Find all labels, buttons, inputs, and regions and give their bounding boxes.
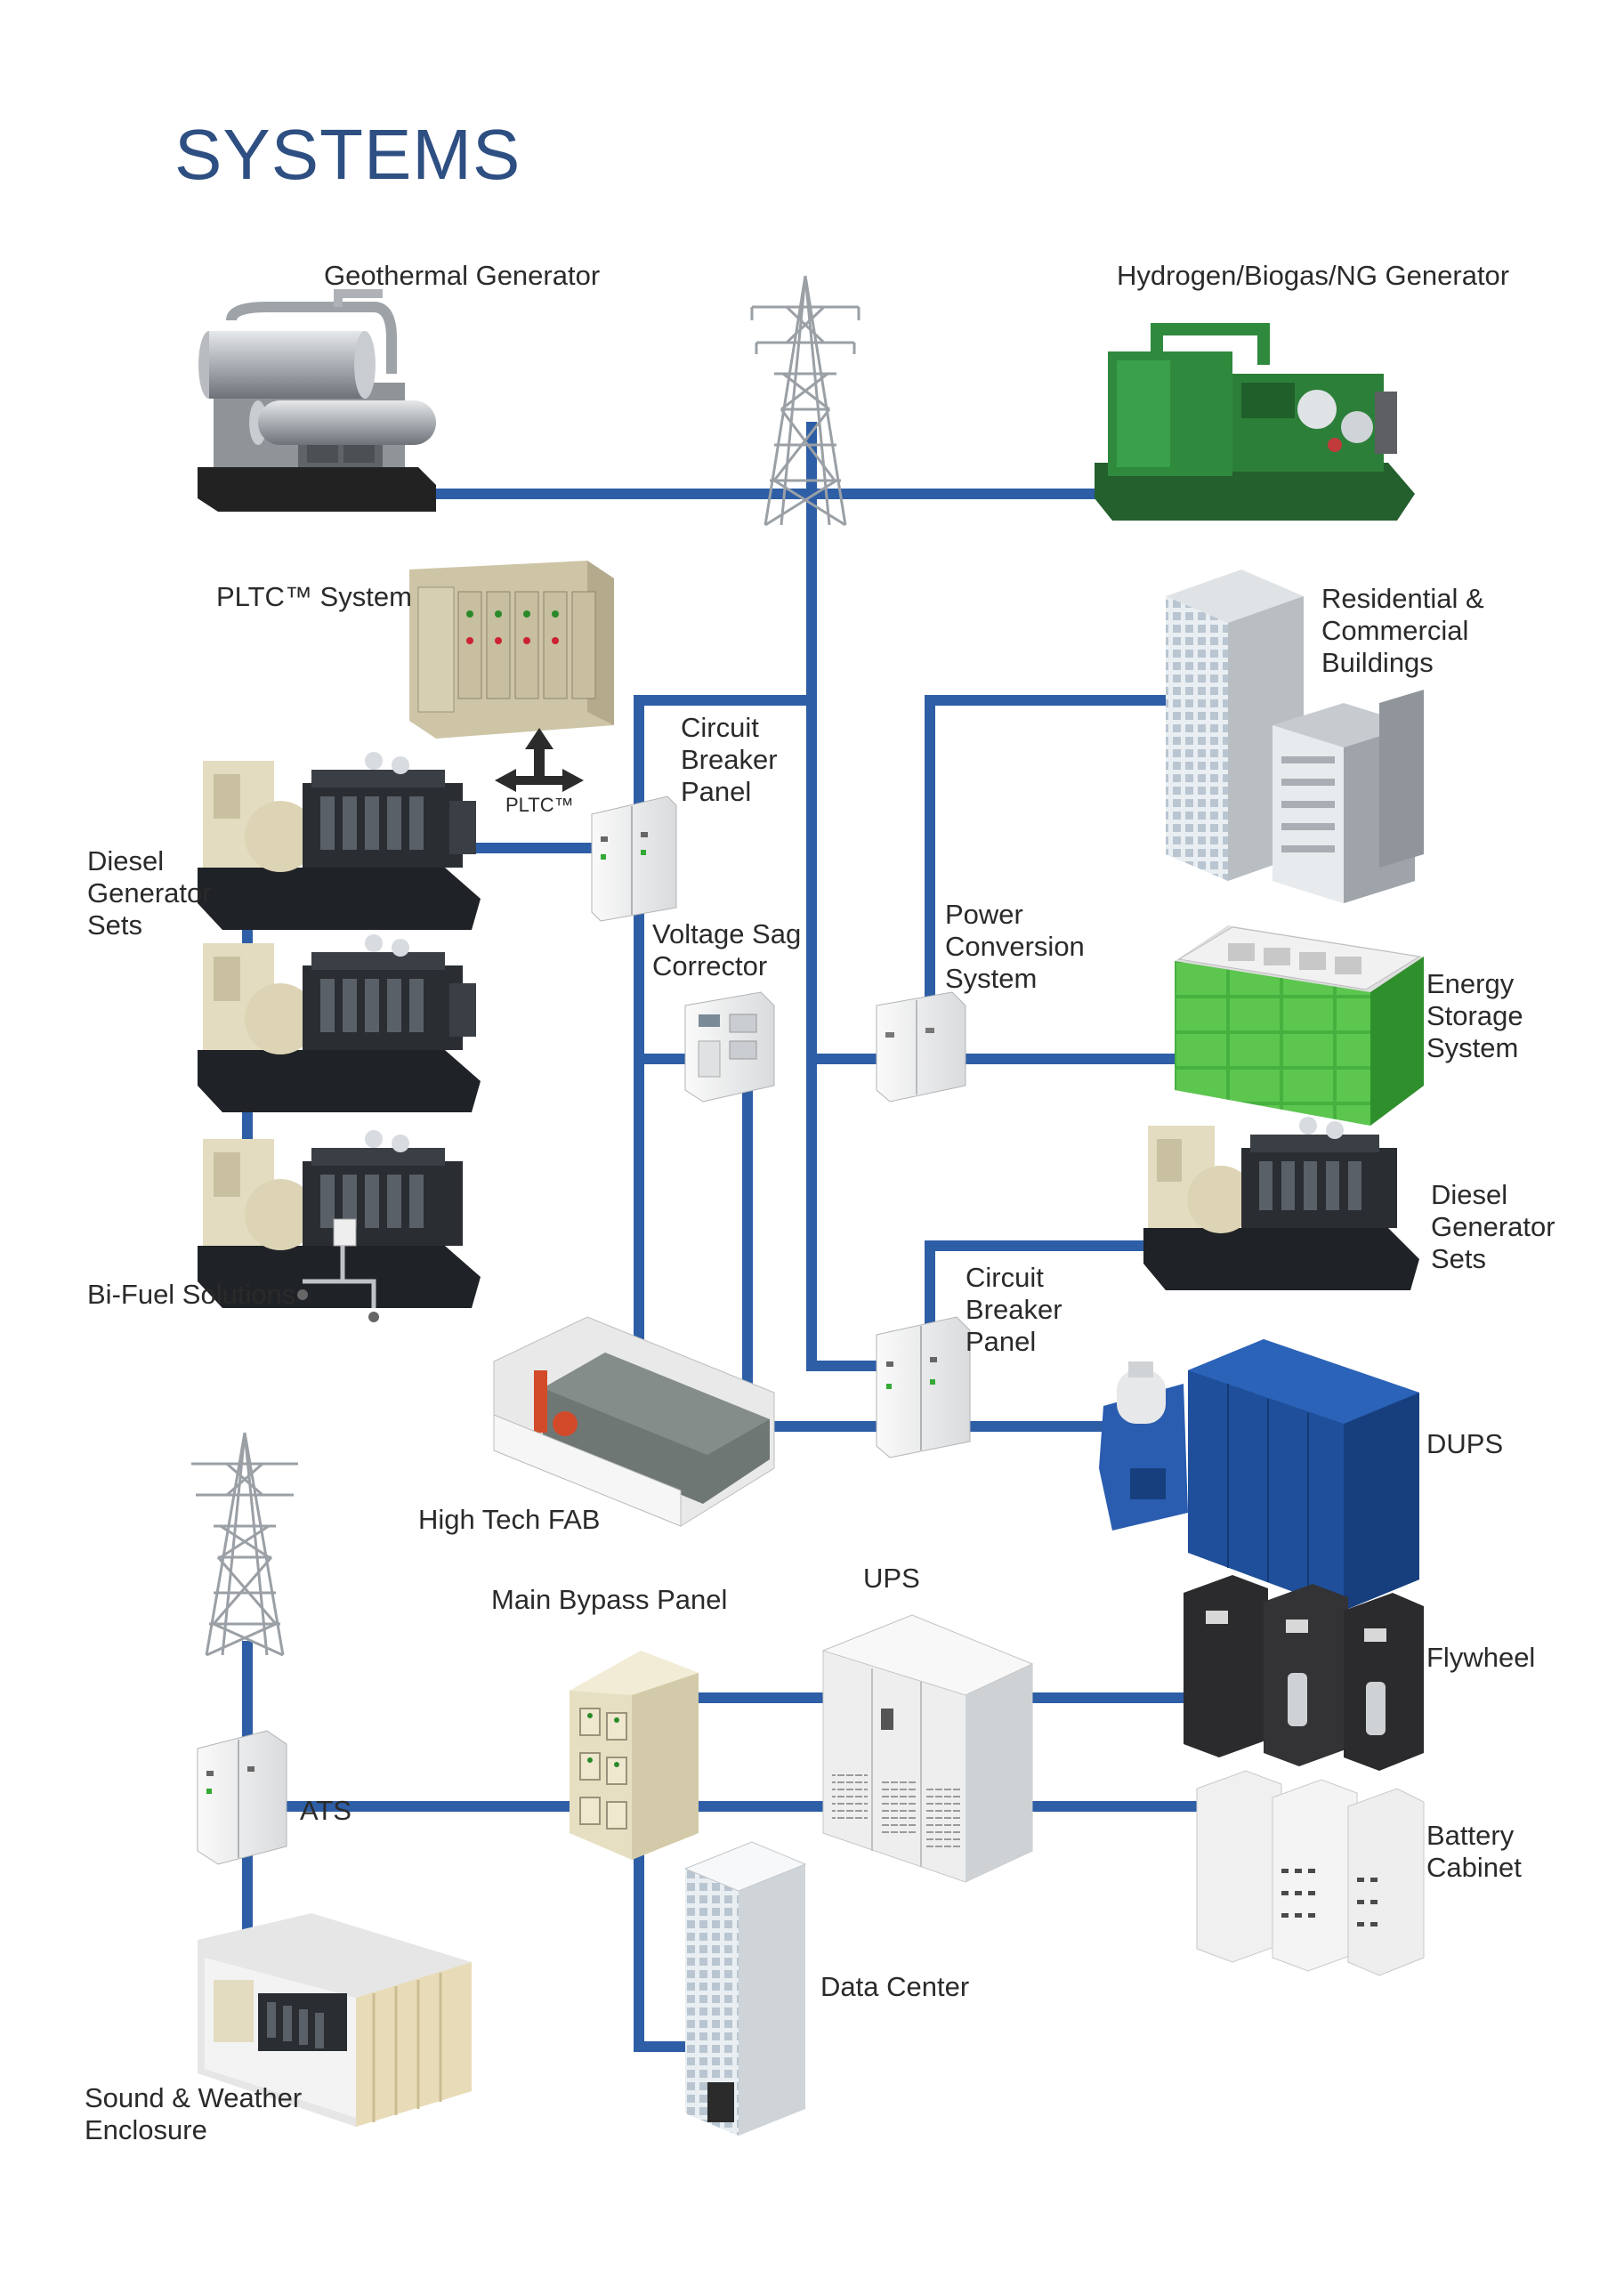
pltc-arrow-icon: [495, 728, 584, 792]
ats-label: ATS: [300, 1795, 351, 1826]
diesel-generator-icon: [198, 934, 481, 1112]
dups-label: DUPS: [1426, 1428, 1504, 1459]
sound-weather-enclosure-label: Sound & Weather Enclosure: [85, 2082, 303, 2145]
geothermal-generator-label: Geothermal Generator: [324, 260, 601, 291]
hydrogen-generator-icon: [1095, 323, 1415, 521]
bi-fuel-solutions-label: Bi-Fuel Solutions: [87, 1279, 296, 1310]
battery-cabinet-icon: [1196, 1770, 1425, 1976]
diesel-generator-icon: [1143, 1117, 1419, 1290]
battery-cabinet-label: Battery Cabinet: [1426, 1820, 1522, 1883]
sound-weather-enclosure-icon: [198, 1913, 472, 2127]
ups-label: UPS: [863, 1563, 920, 1594]
voltage-sag-corrector-icon: [684, 991, 775, 1103]
high-tech-fab-icon: [493, 1316, 775, 1527]
bi-fuel-generator-icon: [198, 1130, 481, 1322]
page-title: SYSTEMS: [174, 115, 521, 194]
ats-panel-icon: [197, 1730, 287, 1865]
pltc-system-label: PLTC™ System: [216, 581, 412, 612]
transmission-tower-icon: [750, 275, 860, 527]
power-conversion-system-icon: [876, 991, 966, 1103]
transmission-tower-icon: [191, 1432, 298, 1657]
main-bypass-panel-icon: [570, 1651, 699, 1860]
high-tech-fab-label: High Tech FAB: [418, 1504, 601, 1535]
power-conversion-system-label: Power Conversion System: [945, 899, 1085, 994]
circuit-breaker-panel-label: Circuit Breaker Panel: [681, 712, 778, 807]
energy-storage-system-label: Energy Storage System: [1426, 968, 1523, 1063]
hydrogen-generator-label: Hydrogen/Biogas/NG Generator: [1117, 260, 1510, 291]
circuit-breaker-panel-icon: [876, 1316, 971, 1458]
residential-buildings-label: Residential & Commercial Buildings: [1321, 583, 1484, 678]
energy-storage-system-icon: [1175, 925, 1424, 1126]
diesel-generator-sets-label: Diesel Generator Sets: [1431, 1179, 1555, 1274]
circuit-breaker-panel-icon: [591, 796, 677, 922]
data-center-icon: [683, 1841, 807, 2136]
geothermal-generator-icon: [198, 289, 436, 512]
flywheel-label: Flywheel: [1426, 1642, 1536, 1673]
dups-icon: [1099, 1339, 1419, 1611]
diesel-generator-sets-label: Diesel Generator Sets: [87, 845, 212, 941]
circuit-breaker-panel-label: Circuit Breaker Panel: [966, 1262, 1062, 1357]
diesel-generator-icon: [198, 752, 481, 930]
pltc-arrow-label: PLTC™: [505, 794, 574, 816]
flywheel-icon: [1184, 1575, 1424, 1771]
main-bypass-panel-label: Main Bypass Panel: [491, 1584, 728, 1615]
pltc-system-cabinet-icon: [409, 561, 614, 739]
ups-icon: [821, 1614, 1034, 1883]
voltage-sag-corrector-label: Voltage Sag Corrector: [652, 918, 802, 981]
connection-lines: [242, 422, 1211, 2052]
residential-buildings-icon: [1166, 570, 1424, 903]
data-center-label: Data Center: [820, 1971, 970, 2002]
